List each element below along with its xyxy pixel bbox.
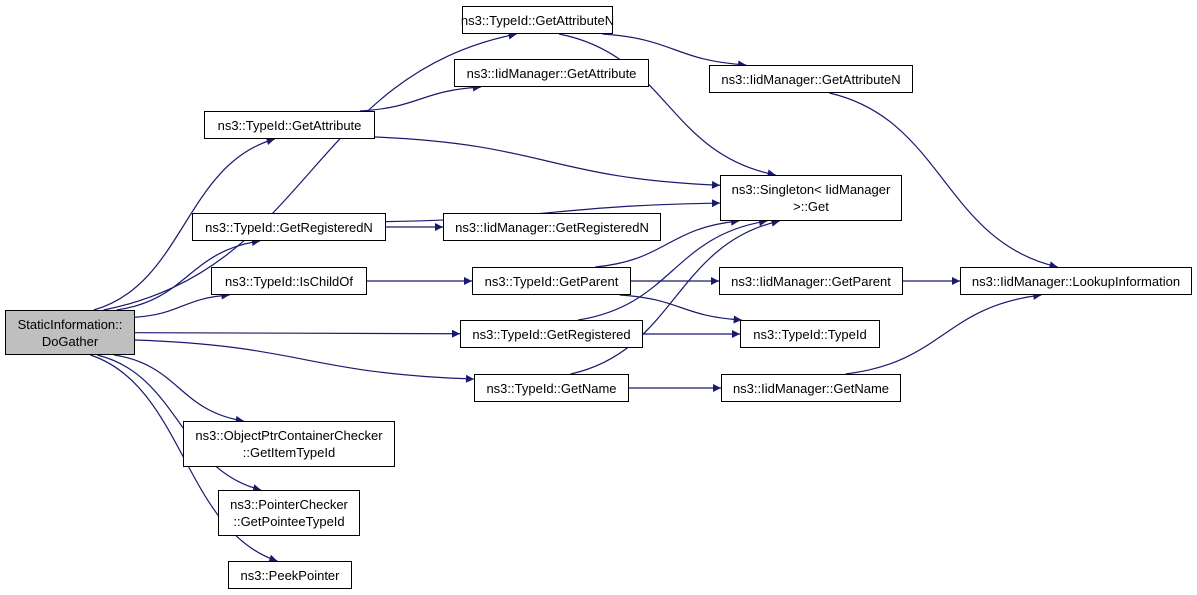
node-label: ns3::TypeId::GetRegistered [472,326,631,342]
node-label-line: ::GetPointeeTypeId [233,514,345,529]
node-typeid-ischildof[interactable]: ns3::TypeId::IsChildOf [211,267,367,295]
node-label: ns3::IidManager::GetAttribute [466,65,637,81]
node-typeid-getparent[interactable]: ns3::TypeId::GetParent [472,267,631,295]
node-label-line: ::GetItemTypeId [242,445,336,460]
edge-typeid_getregistered-to-singleton_get [578,218,768,321]
node-label-line: ns3::Singleton< IidManager [731,182,891,197]
edge-root-to-typeid_getregistered [134,329,461,338]
edge-typeid_getparent-to-singleton_get [595,217,740,268]
node-typeid-getregisteredn[interactable]: ns3::TypeId::GetRegisteredN [192,213,386,241]
node-label: ns3::TypeId::GetParent [484,273,619,289]
edge-typeid_getname-to-singleton_get [570,218,780,375]
node-label: ns3::IidManager::GetName [732,380,890,396]
node-label-line: >::Get [793,199,829,214]
edge-typeid_getattribute-to-singleton_get [374,136,721,189]
node-typeid-getattribute[interactable]: ns3::TypeId::GetAttribute [204,111,375,139]
edge-root-to-pointerchecker_getpointeetypeid [97,354,262,492]
node-label: ns3::TypeId::GetAttribute [217,117,362,133]
node-iidmanager-getname[interactable]: ns3::IidManager::GetName [721,374,901,402]
node-label: ns3::TypeId::GetAttributeN [460,12,615,28]
node-label: ns3::TypeId::TypeId [753,326,867,342]
node-label-line: DoGather [41,333,99,349]
edge-iidmanager_getname-to-iidmanager_lookupinformation [845,291,1042,375]
edge-iidmanager_getattributen-to-iidmanager_lookupinformation [829,92,1058,270]
node-label: ns3::IidManager::GetAttributeN [721,71,901,87]
node-label: ns3::TypeId::GetName [486,380,617,396]
node-peekpointer[interactable]: ns3::PeekPointer [228,561,352,589]
node-label: ns3::TypeId::GetRegisteredN [205,219,373,235]
node-iidmanager-getattributen[interactable]: ns3::IidManager::GetAttributeN [709,65,913,93]
node-label: ns3::IidManager::GetRegisteredN [455,219,649,235]
node-typeid-getname[interactable]: ns3::TypeId::GetName [474,374,629,402]
node-label: ns3::TypeId::IsChildOf [225,273,353,289]
edge-typeid_getparent-to-typeid_typeid [619,294,742,324]
node-label-line: ns3::ObjectPtrContainerChecker [195,428,383,443]
edge-root-to-typeid_getattributen [103,31,517,311]
node-label-line: ns3::PointerChecker [230,497,348,512]
node-iidmanager-getattribute[interactable]: ns3::IidManager::GetAttribute [454,59,649,87]
node-typeid-getattributen[interactable]: ns3::TypeId::GetAttributeN [460,6,615,34]
node-iidmanager-getparent[interactable]: ns3::IidManager::GetParent [719,267,903,295]
node-iidmanager-getregisteredn[interactable]: ns3::IidManager::GetRegisteredN [443,213,661,241]
edge-root-to-typeid_getname [134,339,475,383]
node-singleton-iidmanager-get[interactable]: ns3::Singleton< IidManager >::Get [720,175,902,221]
edge-root-to-typeid_ischildof [134,291,230,318]
node-label: ns3::IidManager::LookupInformation [971,273,1181,289]
node-typeid-typeid[interactable]: ns3::TypeId::TypeId [740,320,880,348]
edge-typeid_getattributen-to-singleton_get [558,33,776,178]
edge-root-to-typeid_getregisteredn [116,238,261,311]
edge-root-to-typeid_getattribute [93,137,275,311]
node-iidmanager-lookupinformation[interactable]: ns3::IidManager::LookupInformation [960,267,1192,295]
edge-typeid_getattribute-to-iidmanager_getattribute [360,83,481,112]
node-label-line: StaticInformation:: [17,316,123,332]
edge-typeid_getattributen-to-iidmanager_getattributen [602,33,747,69]
node-typeid-getregistered[interactable]: ns3::TypeId::GetRegistered [460,320,643,348]
node-pointerchecker-getpointeetypeid[interactable]: ns3::PointerChecker ::GetPointeeTypeId [218,490,360,536]
node-label: ns3::IidManager::GetParent [731,273,891,289]
node-objectptrcontainerchecker-getitemtypeid[interactable]: ns3::ObjectPtrContainerChecker ::GetItem… [183,421,395,467]
node-label: ns3::PeekPointer [240,567,340,583]
node-staticinformation-dogather[interactable]: StaticInformation:: DoGather [5,310,135,355]
edge-root-to-objectptrcontainerchecker_getitemtypeid [114,354,244,424]
